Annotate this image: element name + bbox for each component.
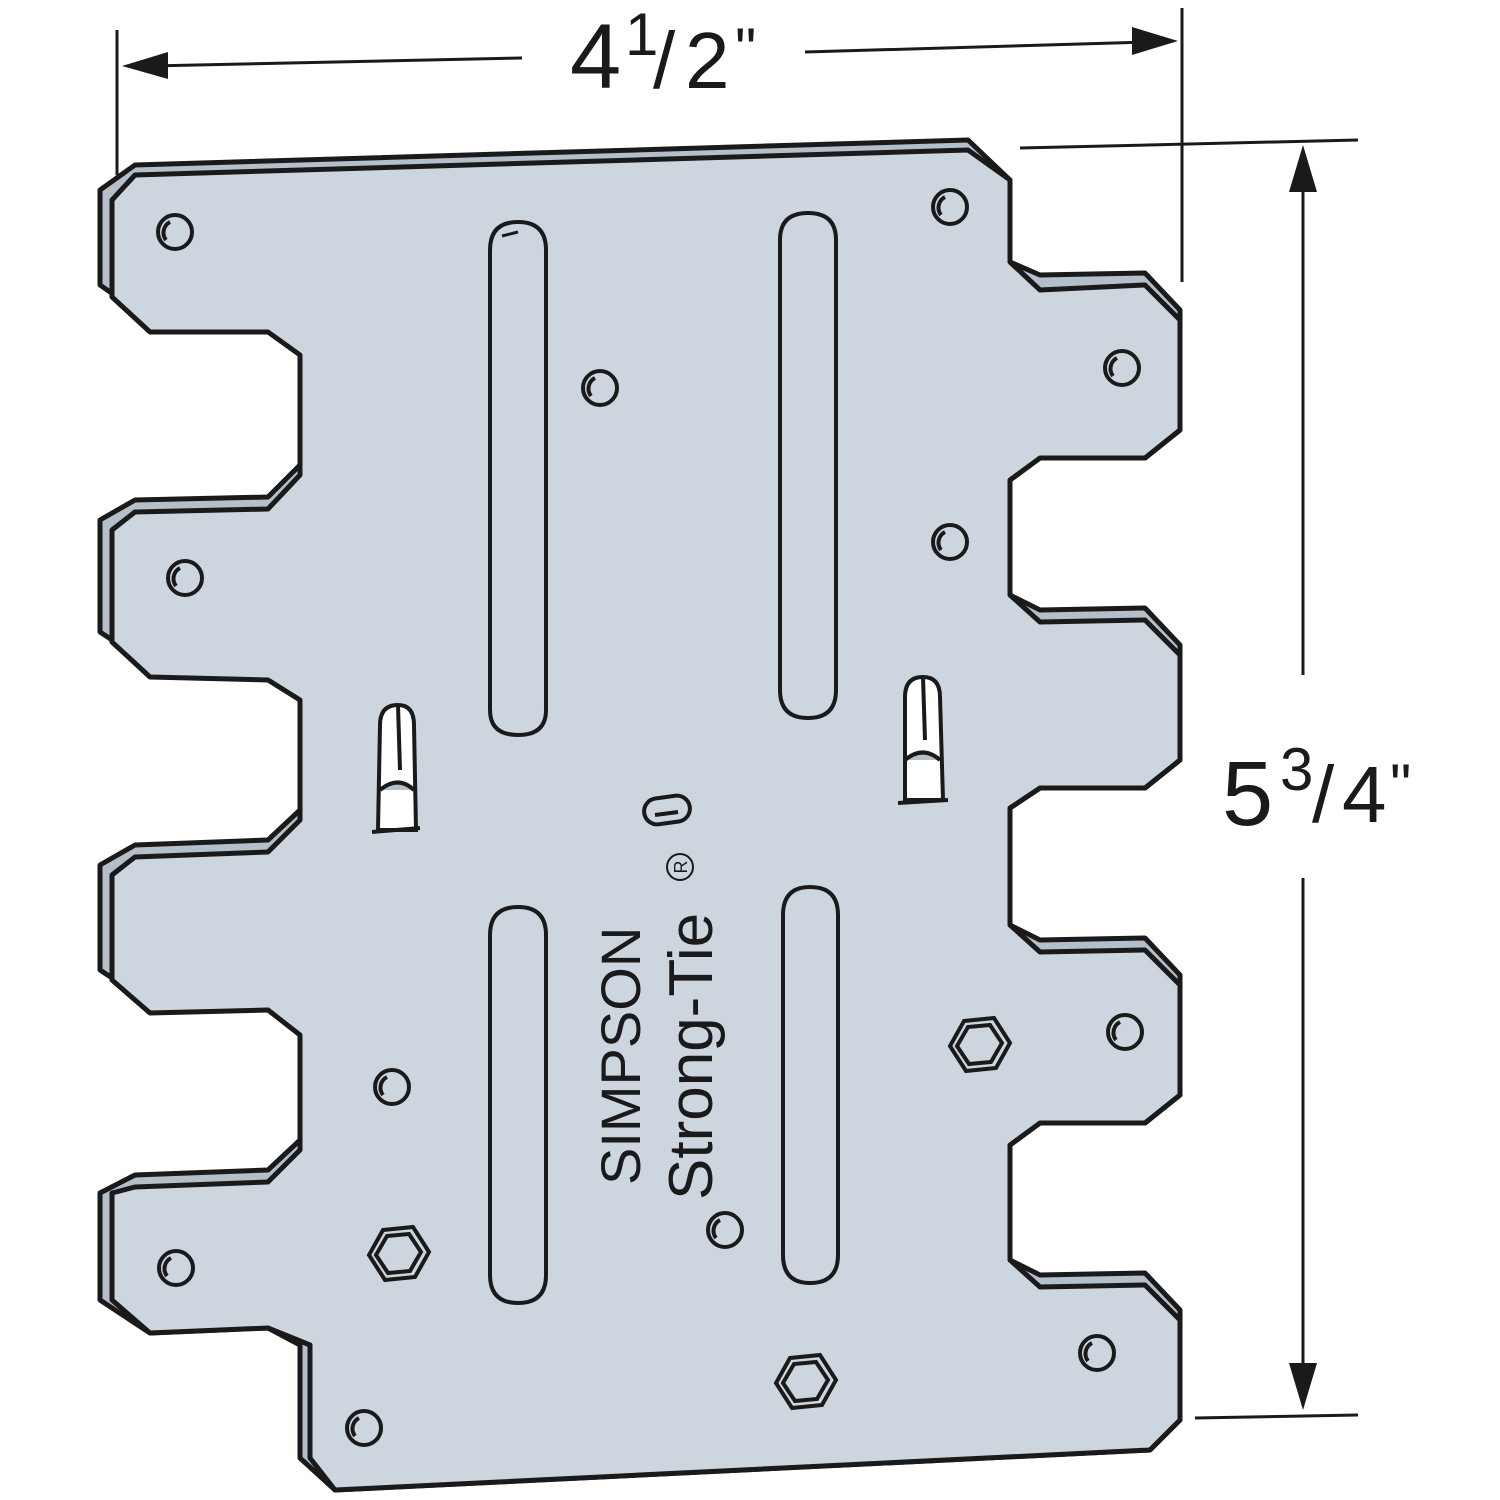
- hex-bolt: [773, 1352, 839, 1411]
- nail-hole: [931, 523, 969, 561]
- nail-hole: [1106, 1013, 1144, 1051]
- prong-left: [371, 702, 421, 834]
- height-value-numerator: 3: [1280, 736, 1313, 803]
- width-value-numerator: 1: [625, 1, 658, 68]
- nail-hole: [581, 369, 619, 407]
- rib-lower-right: [781, 884, 840, 1286]
- nail-hole: [373, 1068, 411, 1106]
- width-value-denominator: 2: [685, 16, 730, 105]
- width-arrow-left: [122, 52, 168, 79]
- nail-hole: [157, 1249, 195, 1287]
- width-value-slash: /: [653, 16, 676, 105]
- height-arrow-top: [1289, 145, 1317, 192]
- width-arrow-right: [1132, 27, 1178, 55]
- height-value-denominator: 4: [1342, 750, 1387, 839]
- embossed-ribs: [488, 210, 840, 1306]
- hex-bolt: [366, 1224, 432, 1283]
- height-dimension: 5 3 / 4 ": [1019, 138, 1411, 1420]
- height-value-unit: ": [1390, 752, 1411, 819]
- rib-upper-left: [488, 219, 548, 738]
- width-dimension: 4 1 / 2 ": [115, 1, 1184, 282]
- prongs: [371, 674, 949, 834]
- hex-bolts: [366, 1015, 1013, 1411]
- height-value-slash: /: [1312, 750, 1335, 839]
- height-value-whole: 5: [1222, 743, 1273, 845]
- prong-right: [897, 674, 949, 805]
- brand-line-simpson: SIMPSON: [589, 927, 652, 1185]
- center-slot: [642, 793, 692, 827]
- nail-hole: [345, 1409, 383, 1447]
- registered-mark-circle: [666, 853, 694, 881]
- nail-hole: [166, 559, 204, 597]
- nail-hole: [1078, 1334, 1116, 1372]
- width-value-whole: 4: [570, 6, 621, 108]
- nail-hole: [931, 188, 969, 226]
- rib-upper-right: [778, 210, 838, 721]
- hex-bolt: [947, 1015, 1013, 1074]
- width-value-unit: ": [735, 16, 756, 83]
- nail-holes: [156, 188, 1144, 1447]
- rib-lower-left: [488, 904, 548, 1306]
- nail-hole: [156, 213, 194, 251]
- registered-mark: R: [671, 861, 691, 874]
- brand-line-strong-tie: Strong-Tie: [657, 913, 726, 1200]
- nail-hole: [1103, 349, 1141, 387]
- nail-hole: [706, 1211, 744, 1249]
- height-arrow-bottom: [1289, 1363, 1317, 1410]
- brand-mark: SIMPSON Strong-Tie R: [589, 853, 726, 1200]
